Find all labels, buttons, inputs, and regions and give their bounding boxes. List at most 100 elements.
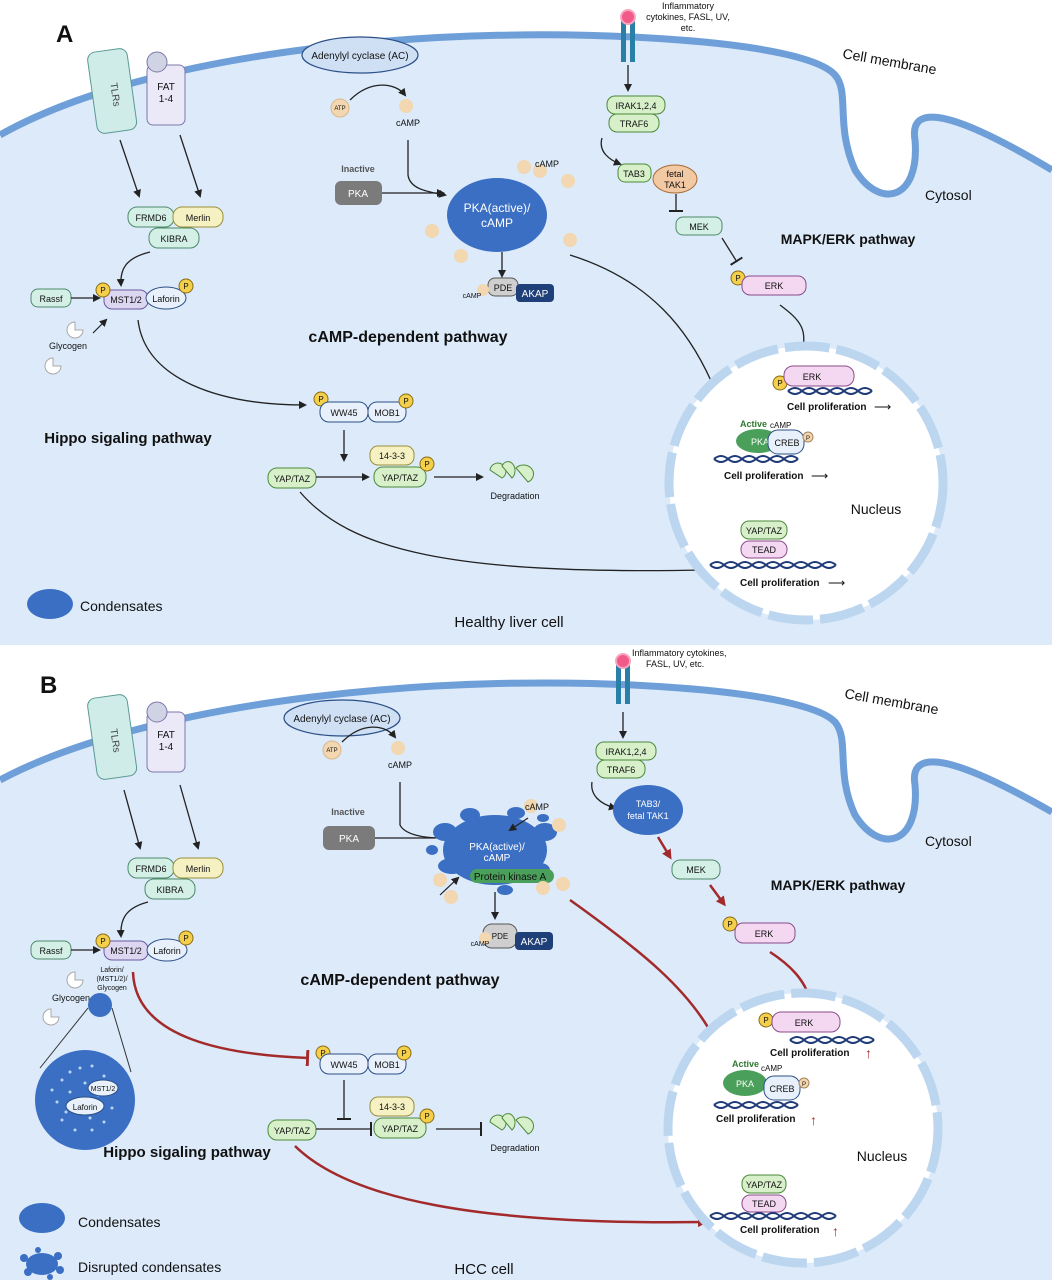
camp-label: cAMP — [388, 760, 412, 770]
arrow-glyph: ⟶ — [828, 576, 845, 590]
phospho — [396, 1045, 412, 1061]
nucleus-label: Nucleus — [857, 1148, 908, 1164]
phospho — [722, 916, 738, 932]
phospho-label: P — [777, 379, 782, 388]
inactive-label: Inactive — [331, 807, 365, 817]
panel-letter: B — [40, 672, 57, 699]
akap-label: AKAP — [522, 289, 549, 300]
atp-label: ATP — [334, 106, 345, 112]
erk-box — [741, 275, 807, 296]
akap-box — [515, 932, 553, 950]
erk-label: ERK — [755, 929, 774, 939]
active-label: Active — [732, 1059, 759, 1069]
tead-label: TEAD — [752, 545, 777, 555]
mst-label: MST1/2 — [110, 295, 142, 305]
dna-helix — [713, 455, 799, 463]
phospho-label: P — [320, 1049, 325, 1058]
mob1-label: MOB1 — [374, 408, 400, 418]
pka-inactive-label: PKA — [348, 189, 368, 200]
mapk-pathway-title: MAPK/ERK pathway — [781, 231, 916, 247]
phospho-label: P — [806, 436, 810, 442]
dna-helix — [709, 561, 837, 569]
arrow-glyph: ⟶ — [874, 400, 891, 414]
creb-label: CREB — [774, 438, 799, 448]
erk-label: ERK — [765, 281, 784, 291]
mek-label: MEK — [686, 865, 706, 875]
nuc-yaptaz-label: YAP/TAZ — [746, 1180, 783, 1190]
degradation-icon — [489, 1113, 534, 1135]
nuc-pka-label: PKA — [736, 1079, 754, 1089]
panel-caption: HCC cell — [454, 1261, 513, 1278]
1433-label: 14-3-3 — [379, 1102, 405, 1112]
tlrs-label: TLRs — [107, 82, 121, 107]
laforin-label: Laforin — [152, 294, 180, 304]
atp-molecule — [330, 98, 350, 118]
cell-prolif-label: Cell proliferation — [740, 578, 819, 589]
ww45-label: WW45 — [331, 408, 358, 418]
fat-head — [146, 701, 168, 723]
camp-small-label: cAMP — [471, 941, 490, 948]
nucleus — [664, 341, 948, 625]
mek-box — [675, 216, 723, 236]
kibra-box — [144, 878, 196, 900]
adenylyl-cyclase-label: Adenylyl cyclase (AC) — [293, 714, 390, 725]
tab3-label: TAB3/ — [636, 799, 661, 809]
frmd6-label: FRMD6 — [136, 864, 167, 874]
phospho-label: P — [403, 397, 408, 406]
camp-molecule — [391, 741, 405, 755]
mek-label: MEK — [689, 222, 709, 232]
mob1-box — [367, 401, 407, 423]
zoom-mst-label: MST1/2 — [91, 1086, 116, 1093]
cell-membrane — [0, 679, 1052, 843]
condensate-legend-icon — [19, 1203, 65, 1233]
nucleus — [663, 988, 943, 1268]
merlin-label: Merlin — [186, 213, 211, 223]
panel-letter: A — [56, 21, 73, 48]
panel-a: A Cell membrane Cytosol Adenylyl cyclase… — [0, 0, 1052, 646]
glycogen-label: Glycogen — [49, 341, 87, 351]
camp-small-label: cAMP — [463, 293, 482, 300]
pka-active-camp-label: cAMP — [484, 853, 511, 864]
traf6-label: TRAF6 — [620, 119, 649, 129]
protein-kinase-a-label: Protein kinase A — [474, 872, 547, 883]
receptor-left — [616, 662, 621, 704]
hippo-pathway-title: Hippo sigaling pathway — [44, 430, 212, 447]
ligand — [615, 653, 631, 669]
phospho-label: P — [424, 460, 429, 469]
dna-helix — [709, 1212, 837, 1220]
degradation-label: Degradation — [490, 491, 539, 501]
tead-box — [740, 540, 788, 559]
yaptaz-box — [373, 1117, 427, 1139]
tab3-condensate — [613, 785, 683, 835]
mapk-pathway-title: MAPK/ERK pathway — [771, 877, 906, 893]
ww45-label: WW45 — [331, 1060, 358, 1070]
protein-kinase-a — [470, 869, 554, 883]
dot-texture — [50, 1064, 114, 1132]
traf6-label: TRAF6 — [607, 765, 636, 775]
nucleus-label: Nucleus — [851, 501, 902, 517]
receptor-text: etc. — [681, 23, 696, 33]
laforin-label: Laforin — [153, 946, 181, 956]
adenylyl-cyclase-label: Adenylyl cyclase (AC) — [311, 51, 408, 62]
camp-label: cAMP — [396, 118, 420, 128]
complex-label: Glycogen — [97, 985, 127, 992]
merlin-box — [172, 857, 224, 879]
pka-inactive-label: PKA — [339, 834, 359, 845]
dna-helix — [713, 1101, 799, 1109]
tab3-box — [617, 163, 652, 183]
creb-box — [763, 1075, 801, 1101]
fat-label: FAT — [157, 82, 175, 93]
phospho — [178, 930, 194, 946]
phospho — [419, 1108, 435, 1124]
inactive-label: Inactive — [341, 164, 375, 174]
mek-box — [671, 859, 721, 880]
pka-inactive — [335, 181, 382, 205]
fat-label: FAT — [157, 730, 175, 741]
kibra-box — [148, 227, 200, 249]
fat-head — [146, 51, 168, 73]
receptor-text: cytokines, FASL, UV, — [646, 12, 730, 22]
yaptaz-box — [267, 467, 317, 489]
disrupted-legend-label: Disrupted condensates — [78, 1259, 221, 1275]
fat-label: 1-4 — [159, 94, 174, 105]
